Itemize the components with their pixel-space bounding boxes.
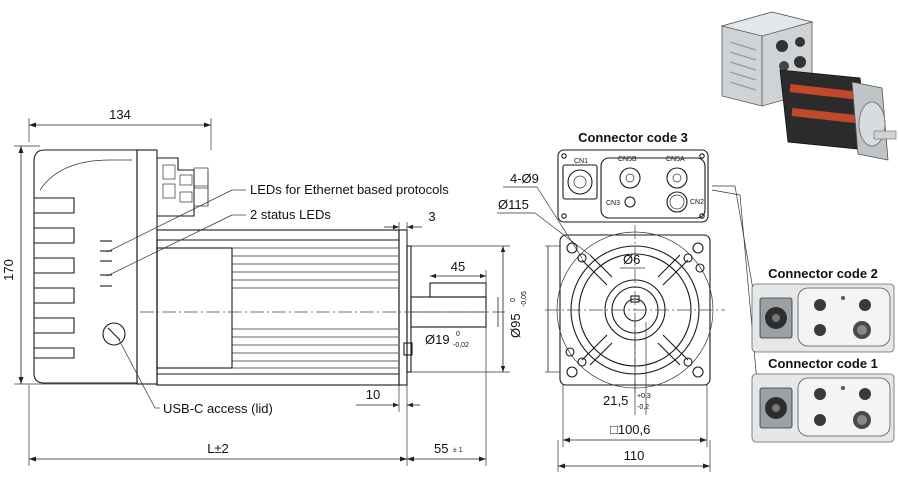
- dim-170: 170: [1, 259, 16, 281]
- dim-115: Ø115: [498, 197, 529, 212]
- dim-110: 110: [624, 448, 645, 463]
- dim-45: 45: [451, 259, 465, 274]
- connector-code-1-title: Connector code 1: [768, 356, 878, 371]
- dim-95: Ø95: [508, 313, 523, 338]
- side-connectors: [157, 157, 209, 217]
- product-illustration: [720, 11, 897, 161]
- dim-21-tol-lower: -0,2: [637, 404, 649, 411]
- led-indicators: [100, 240, 112, 287]
- dim-134: 134: [109, 107, 131, 122]
- connector-code-2: Connector code 2: [751, 266, 895, 353]
- dim-3: 3: [428, 209, 435, 224]
- usbc-lid: [102, 322, 126, 346]
- dim-19-tol-upper: 0: [456, 331, 460, 338]
- side-view: 134 170: [1, 107, 528, 466]
- dim-95-tol-lower: -0,05: [521, 291, 528, 307]
- front-view: Connector code 3 CN1 CN5B CN5A CN3 CN2: [497, 130, 725, 472]
- dim-6: Ø6: [623, 252, 640, 267]
- connector-code-2-title: Connector code 2: [768, 266, 878, 281]
- heatsink-fins: [34, 197, 75, 359]
- label-led-ethernet: LEDs for Ethernet based protocols: [250, 182, 449, 197]
- cn1-label: CN1: [574, 158, 588, 165]
- connector-code-1: Connector code 1: [751, 356, 895, 443]
- cn5a-label: CN5A: [666, 156, 685, 163]
- dim-square: □100,6: [610, 422, 650, 437]
- dim-55-tol: ± 1: [453, 447, 463, 454]
- label-usbc: USB-C access (lid): [163, 401, 273, 416]
- dim-19-tol-lower: -0,02: [453, 342, 469, 349]
- cn2-label: CN2: [690, 199, 704, 206]
- dim-21-tol-upper: +0,3: [637, 393, 651, 400]
- dim-10: 10: [366, 387, 380, 402]
- label-status-leds: 2 status LEDs: [250, 207, 331, 222]
- dim-21: 21,5: [603, 393, 628, 408]
- cn5b-label: CN5B: [618, 156, 637, 163]
- dim-19: Ø19: [425, 332, 450, 347]
- connector-code-3-title: Connector code 3: [578, 130, 688, 145]
- dim-holes: 4-Ø9: [510, 171, 539, 186]
- dim-length: L±2: [207, 441, 229, 456]
- cn3-label: CN3: [606, 200, 620, 207]
- dim-55: 55: [434, 441, 448, 456]
- dim-95-tol-upper: 0: [510, 298, 517, 302]
